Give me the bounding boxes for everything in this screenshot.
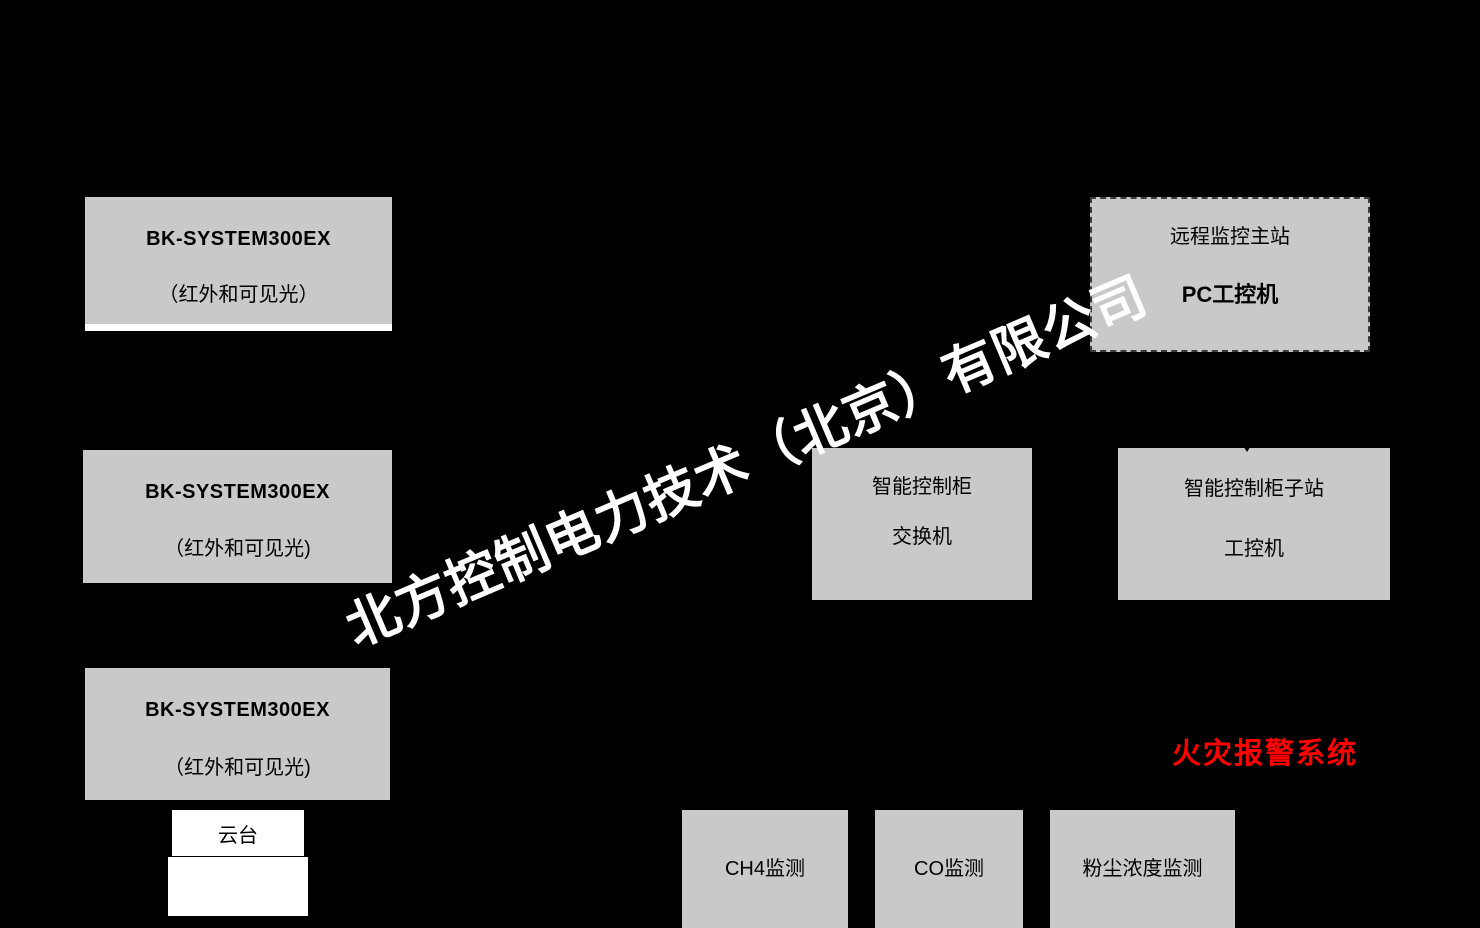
substation-ipc: 工控机	[1224, 538, 1284, 560]
node-ch4-monitor: CH4监测	[682, 810, 848, 928]
camera-top-model: BK-SYSTEM300EX	[146, 228, 331, 250]
node-camera-middle: BK-SYSTEM300EX （红外和可见光)	[83, 450, 392, 583]
node-smart-control-substation: 智能控制柜子站 工控机	[1118, 448, 1390, 600]
camera-bottom-subtitle: （红外和可见光)	[164, 757, 311, 779]
gimbal-mount-box	[168, 857, 308, 916]
fire-alarm-system-label: 火灾报警系统	[1172, 738, 1359, 770]
co-monitor-label: CO监测	[914, 858, 984, 880]
node-dust-monitor: 粉尘浓度监测	[1050, 810, 1235, 928]
connector-arrow-down-icon	[1238, 438, 1256, 452]
remote-station-pc: PC工控机	[1181, 282, 1279, 307]
camera-top-base-strip	[85, 324, 392, 331]
node-co-monitor: CO监测	[875, 810, 1023, 928]
cabinet-title: 智能控制柜	[872, 476, 972, 498]
camera-middle-subtitle: （红外和可见光)	[164, 538, 311, 560]
node-remote-master-station: 远程监控主站 PC工控机	[1090, 197, 1370, 352]
node-smart-control-cabinet: 智能控制柜 交换机	[812, 448, 1032, 600]
node-camera-bottom: BK-SYSTEM300EX （红外和可见光)	[85, 668, 390, 800]
substation-title: 智能控制柜子站	[1184, 478, 1324, 500]
cabinet-switch: 交换机	[892, 526, 952, 548]
camera-bottom-model: BK-SYSTEM300EX	[145, 699, 330, 721]
camera-top-subtitle: （红外和可见光）	[158, 284, 319, 306]
gimbal-label: 云台	[218, 824, 258, 847]
remote-station-title: 远程监控主站	[1170, 226, 1290, 248]
camera-middle-model: BK-SYSTEM300EX	[145, 481, 330, 503]
ch4-monitor-label: CH4监测	[724, 858, 805, 880]
dust-monitor-label: 粉尘浓度监测	[1082, 858, 1203, 880]
company-watermark: 北方控制电力技术（北京）有限公司	[337, 266, 1156, 659]
node-camera-top: BK-SYSTEM300EX （红外和可见光）	[85, 197, 392, 324]
node-gimbal: 云台	[172, 810, 304, 856]
